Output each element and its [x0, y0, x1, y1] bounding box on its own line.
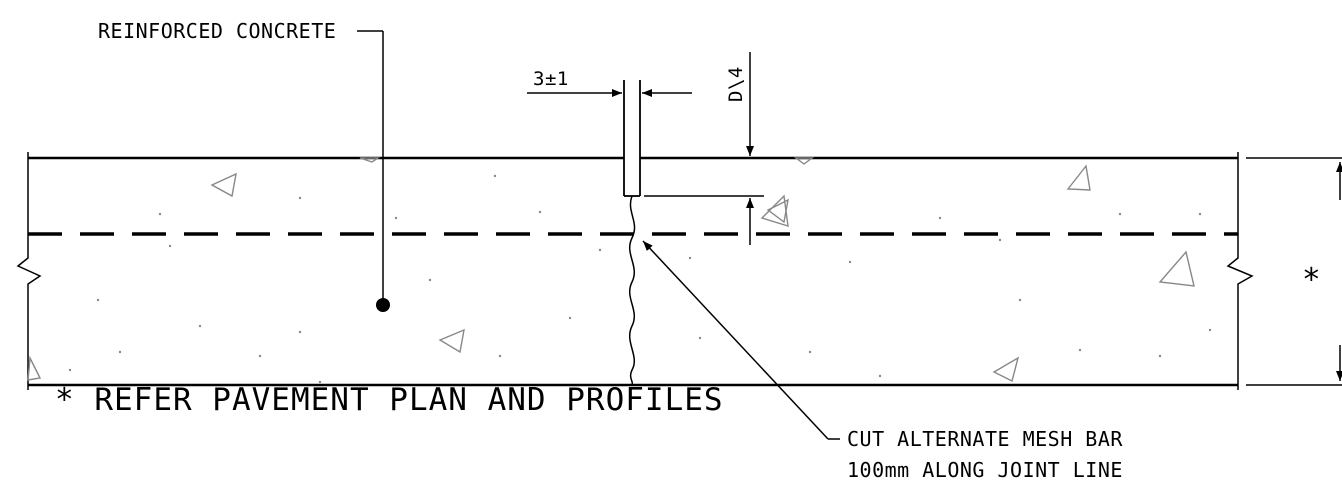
aggregate-speckles: [68, 174, 1212, 384]
material-label: REINFORCED CONCRETE: [98, 19, 336, 43]
mesh-note-leader: [642, 240, 840, 440]
footnote: * REFER PAVEMENT PLAN AND PROFILES: [55, 382, 724, 418]
right-break-line: [1226, 152, 1254, 390]
induced-crack: [629, 195, 636, 386]
slab-outline: [28, 156, 1238, 387]
left-break-line: [16, 152, 42, 390]
cut-width-label: 3±1: [533, 68, 569, 90]
cut-depth-dimension: [644, 52, 764, 245]
aggregate-hatch: [27, 157, 1195, 383]
cut-depth-label: D\4: [725, 66, 747, 102]
material-leader: [357, 30, 384, 304]
thickness-dimension: [1246, 157, 1342, 386]
mesh-note-line1: CUT ALTERNATE MESH BAR: [847, 427, 1123, 451]
saw-cut: [623, 80, 641, 197]
thickness-marker: *: [1302, 262, 1322, 298]
material-leader-dot: [376, 298, 390, 312]
mesh-note-line2: 100mm ALONG JOINT LINE: [847, 458, 1123, 482]
